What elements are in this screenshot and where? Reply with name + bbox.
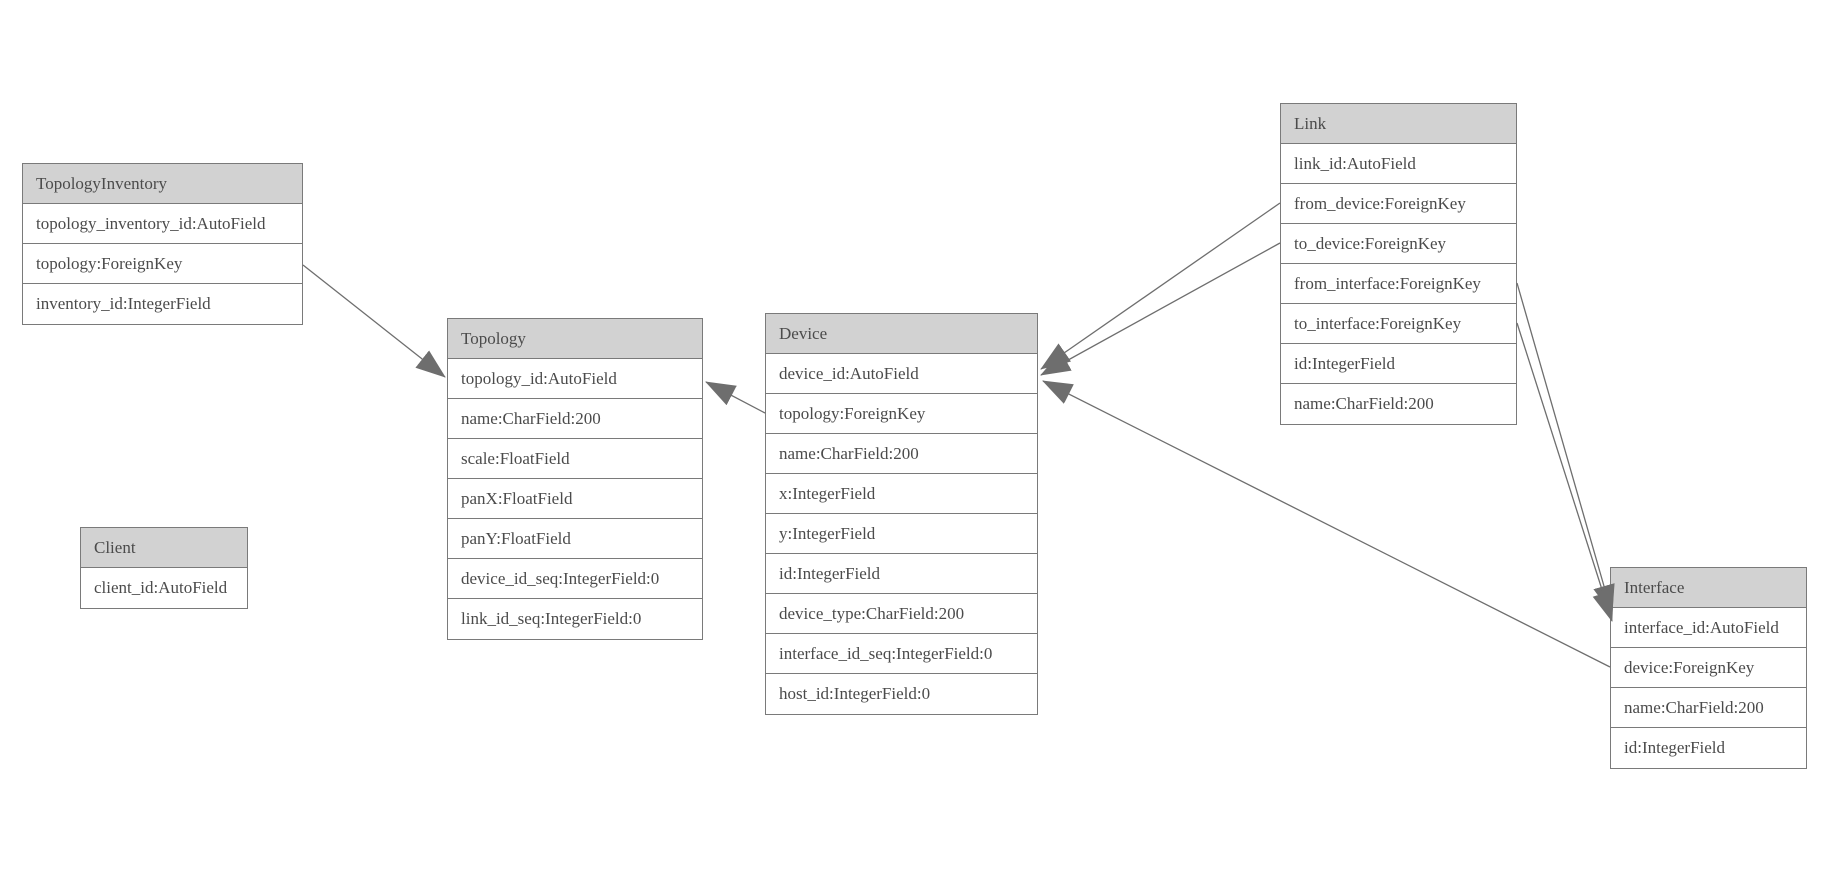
- field-row: name:CharField:200: [766, 434, 1037, 474]
- relation-link-to-device: [1040, 242, 1281, 376]
- field-row: device_id:AutoField: [766, 354, 1037, 394]
- field-row: host_id:IntegerField:0: [779, 684, 931, 703]
- relation-link-from-interface: [1516, 282, 1615, 615]
- field-row: name:CharField:200: [1294, 394, 1434, 413]
- field-row: panX:FloatField: [448, 479, 702, 519]
- field-row: link_id_seq:IntegerField:0: [461, 609, 642, 628]
- field-row: id:IntegerField: [1624, 738, 1726, 757]
- field-row: link_id:AutoField: [1281, 144, 1516, 184]
- entity-link-title: Link: [1281, 104, 1516, 144]
- entity-topologyinventory: TopologyInventory topology_inventory_id:…: [22, 163, 303, 325]
- entity-device-title: Device: [766, 314, 1037, 354]
- entity-interface-title: Interface: [1611, 568, 1806, 608]
- entity-topology-title: Topology: [448, 319, 702, 359]
- field-row: client_id:AutoField: [94, 578, 228, 597]
- field-row: x:IntegerField: [766, 474, 1037, 514]
- entity-client: Client client_id:AutoField: [80, 527, 248, 609]
- field-row: interface_id_seq:IntegerField:0: [766, 634, 1037, 674]
- field-row: id:IntegerField: [766, 554, 1037, 594]
- entity-topologyinventory-title: TopologyInventory: [23, 164, 302, 204]
- field-row: topology:ForeignKey: [766, 394, 1037, 434]
- field-row: to_device:ForeignKey: [1281, 224, 1516, 264]
- entity-client-title: Client: [81, 528, 247, 568]
- field-row: scale:FloatField: [448, 439, 702, 479]
- field-row: device_id_seq:IntegerField:0: [448, 559, 702, 599]
- field-row: name:CharField:200: [1611, 688, 1806, 728]
- relation-topologyinventory-topology: [302, 264, 446, 378]
- relation-link-from-device: [1040, 202, 1281, 370]
- field-row: inventory_id:IntegerField: [36, 294, 211, 313]
- entity-client-fields: client_id:AutoField: [81, 568, 247, 608]
- field-row: device_type:CharField:200: [766, 594, 1037, 634]
- field-row: topology:ForeignKey: [23, 244, 302, 284]
- field-row: name:CharField:200: [448, 399, 702, 439]
- field-row: panY:FloatField: [448, 519, 702, 559]
- field-row: id:IntegerField: [1281, 344, 1516, 384]
- field-row: topology_id:AutoField: [448, 359, 702, 399]
- field-row: interface_id:AutoField: [1611, 608, 1806, 648]
- relation-link-to-interface: [1516, 322, 1614, 622]
- field-row: y:IntegerField: [766, 514, 1037, 554]
- relation-device-topology: [705, 381, 766, 414]
- field-row: topology_inventory_id:AutoField: [23, 204, 302, 244]
- field-row: from_device:ForeignKey: [1281, 184, 1516, 224]
- field-row: device:ForeignKey: [1611, 648, 1806, 688]
- field-row: from_interface:ForeignKey: [1281, 264, 1516, 304]
- field-row: to_interface:ForeignKey: [1281, 304, 1516, 344]
